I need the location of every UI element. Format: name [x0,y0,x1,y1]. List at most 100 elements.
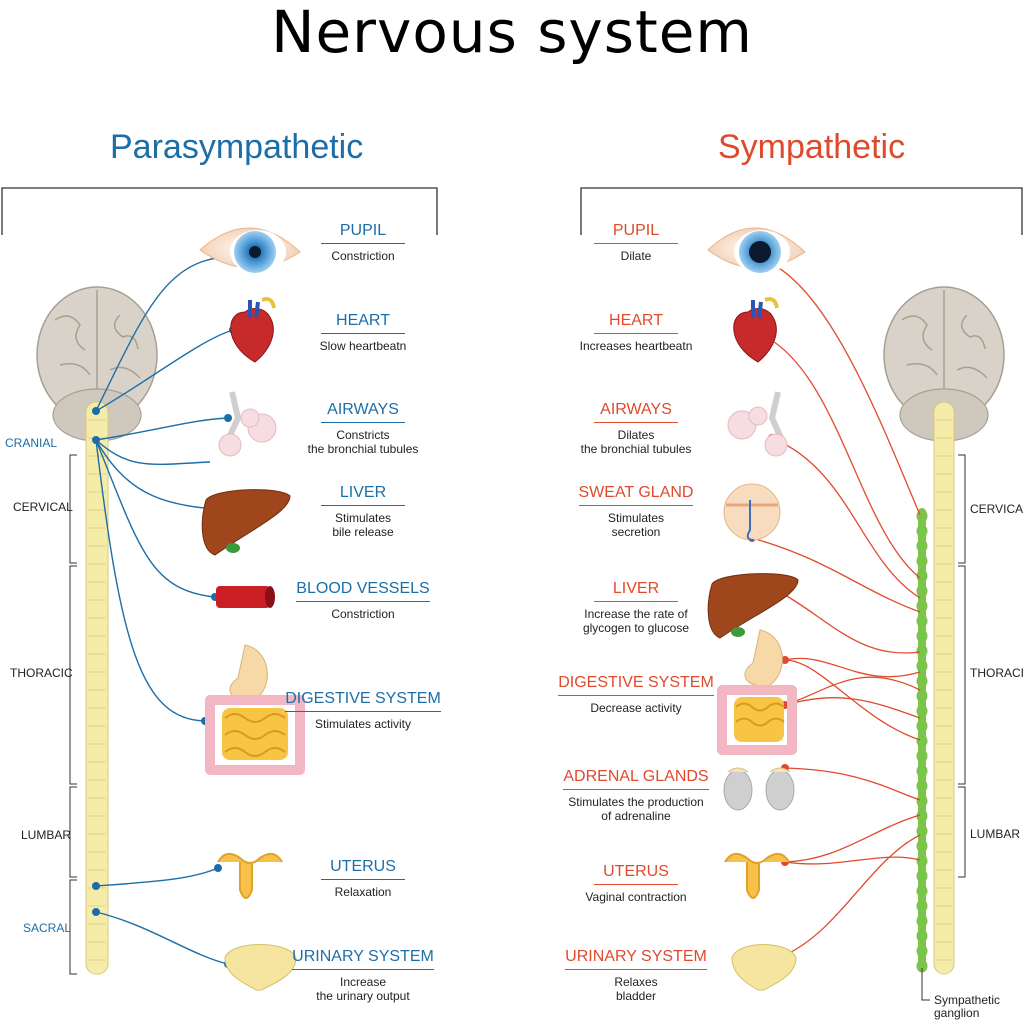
ganglion [916,839,928,853]
left-spine-ticks [88,419,106,961]
right-thoracic-bracket [958,565,966,785]
organ-name: AIRWAYS [321,401,405,423]
ganglion [916,689,928,703]
organ-name: PUPIL [321,222,405,244]
right-lumbar-bracket [958,786,966,878]
ganglion [916,899,928,913]
organ-name: HEART [321,312,405,334]
ganglion [916,539,928,553]
organ-effect: Decrease activity [590,701,682,715]
ganglion [916,599,928,613]
ganglion [916,554,928,568]
symp-label-heart: HEART Increases heartbeatn [556,312,716,353]
sympathetic-ganglia [916,509,928,973]
ganglion [916,614,928,628]
region-label-cervical-right: CERVICAL [970,502,1024,516]
para-label-blood-vessels: BLOOD VESSELS Constriction [283,580,443,621]
region-label-thoracic-left: THORACIC [10,666,73,680]
left-blood-vessel-image [216,586,275,608]
ganglion [916,749,928,763]
para-label-heart: HEART Slow heartbeatn [283,312,443,353]
page-title: Nervous system [271,0,753,66]
ganglion [916,524,928,538]
organ-effect: Constriction [331,249,395,263]
region-label-sacral: SACRAL [23,921,72,935]
region-label-lumbar-right: LUMBAR [970,827,1021,841]
organ-name: AIRWAYS [594,401,678,423]
right-digestive-image [717,629,797,755]
right-bladder-image [731,944,797,991]
ganglion [916,854,928,868]
symp-label-digestive: DIGESTIVE SYSTEM Decrease activity [556,674,716,715]
para-label-uterus: UTERUS Relaxation [283,858,443,899]
ganglion [916,734,928,748]
region-label-cranial: CRANIAL [5,436,58,450]
organ-name: PUPIL [594,222,678,244]
left-bladder-image [224,944,297,991]
organ-effect: Increase the rate of glycogen to glucose [582,607,690,635]
right-eye-image [707,227,806,274]
ganglion [916,569,928,583]
organ-effect: Constriction [331,607,395,621]
symp-label-urinary: URINARY SYSTEM Relaxes bladder [556,948,716,1003]
organ-effect: Dilates the bronchial tubules [580,428,692,456]
left-uterus-image [217,852,283,899]
para-label-digestive: DIGESTIVE SYSTEM Stimulates activity [283,690,443,731]
ganglion [916,929,928,943]
right-liver-image [707,573,799,639]
ganglion [916,764,928,778]
left-lumbar-bracket [69,786,77,878]
organ-effect: Stimulates the production of adrenaline [568,795,704,823]
organ-name: LIVER [594,580,678,602]
organ-name: HEART [594,312,678,334]
organ-effect: Stimulates activity [314,717,412,731]
symp-label-adrenal: ADRENAL GLANDS Stimulates the production… [556,768,716,823]
right-spinal-cord [933,401,955,975]
right-heart-image [733,297,779,363]
right-airways-image [727,391,788,457]
sympathetic-ganglion-label: Sympathetic ganglion [934,993,1001,1020]
ganglion [916,674,928,688]
symp-label-liver: LIVER Increase the rate of glycogen to g… [556,580,716,635]
ganglion [916,869,928,883]
right-uterus-image [724,852,790,899]
organ-name: BLOOD VESSELS [296,580,430,602]
region-label-cervical-left: CERVICAL [13,500,73,514]
organ-effect: Relaxation [334,885,392,899]
left-thoracic-bracket [69,565,77,785]
ganglion-pointer-line [921,968,930,1001]
ganglion [916,794,928,808]
para-label-liver: LIVER Stimulates bile release [283,484,443,539]
left-airways-image [218,391,277,457]
ganglion [916,884,928,898]
ganglion [916,629,928,643]
sympathetic-heading: Sympathetic [718,128,906,166]
ganglion [916,644,928,658]
right-sweat-gland-image [723,483,781,541]
organ-effect: Stimulates bile release [332,511,394,539]
symp-label-airways: AIRWAYS Dilates the bronchial tubules [556,401,716,456]
right-bracket [580,187,1023,235]
organ-effect: Slow heartbeatn [319,339,407,353]
ganglion [916,809,928,823]
left-heart-image [230,297,276,363]
organ-effect: Relaxes bladder [614,975,658,1003]
ganglion [916,779,928,793]
organ-name: URINARY SYSTEM [292,948,434,970]
left-bracket [1,187,438,235]
right-adrenal-image [723,767,795,811]
ganglion [916,824,928,838]
symp-label-sweat-gland: SWEAT GLAND Stimulates secretion [556,484,716,539]
organ-name: UTERUS [594,863,678,885]
left-cervical-bracket [69,454,77,564]
organ-effect: Constricts the bronchial tubules [307,428,419,456]
para-label-pupil: PUPIL Constriction [283,222,443,263]
organ-name: SWEAT GLAND [578,484,694,506]
organ-name: DIGESTIVE SYSTEM [558,674,714,696]
ganglion [916,584,928,598]
organ-name: LIVER [321,484,405,506]
left-liver-image [201,489,291,556]
left-digestive-image [205,644,305,775]
symp-label-pupil: PUPIL Dilate [556,222,716,263]
